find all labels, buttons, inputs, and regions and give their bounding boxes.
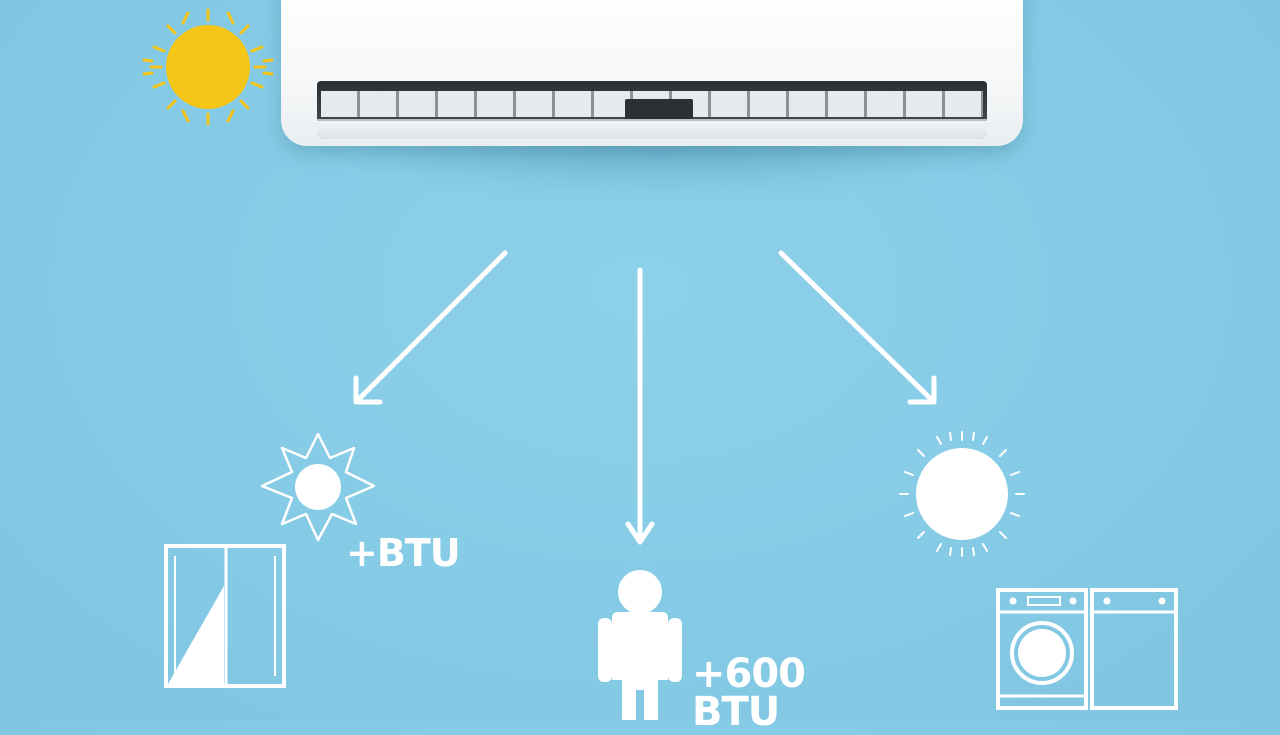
illustration xyxy=(142,8,1178,720)
window-icon xyxy=(164,544,286,688)
radiant-sun-icon xyxy=(899,431,1025,557)
air-conditioner-icon xyxy=(281,0,1023,146)
per-person-unit: BTU xyxy=(692,689,780,735)
dryer-icon xyxy=(1090,588,1178,710)
window-heat-label: +BTU xyxy=(346,531,461,575)
washing-machine-icon xyxy=(996,588,1088,710)
arrow-down-icon xyxy=(625,267,655,545)
per-person-value: +600 xyxy=(692,651,806,697)
ac-vent xyxy=(317,81,987,139)
arrow-down-right-icon xyxy=(778,250,937,405)
person-icon xyxy=(598,570,682,720)
arrow-down-left-icon xyxy=(353,250,508,405)
sunburst-icon xyxy=(260,432,376,542)
sun-icon xyxy=(142,8,274,126)
scene: +BTU +600 BTU xyxy=(142,0,1178,720)
ac-flap xyxy=(317,119,987,139)
